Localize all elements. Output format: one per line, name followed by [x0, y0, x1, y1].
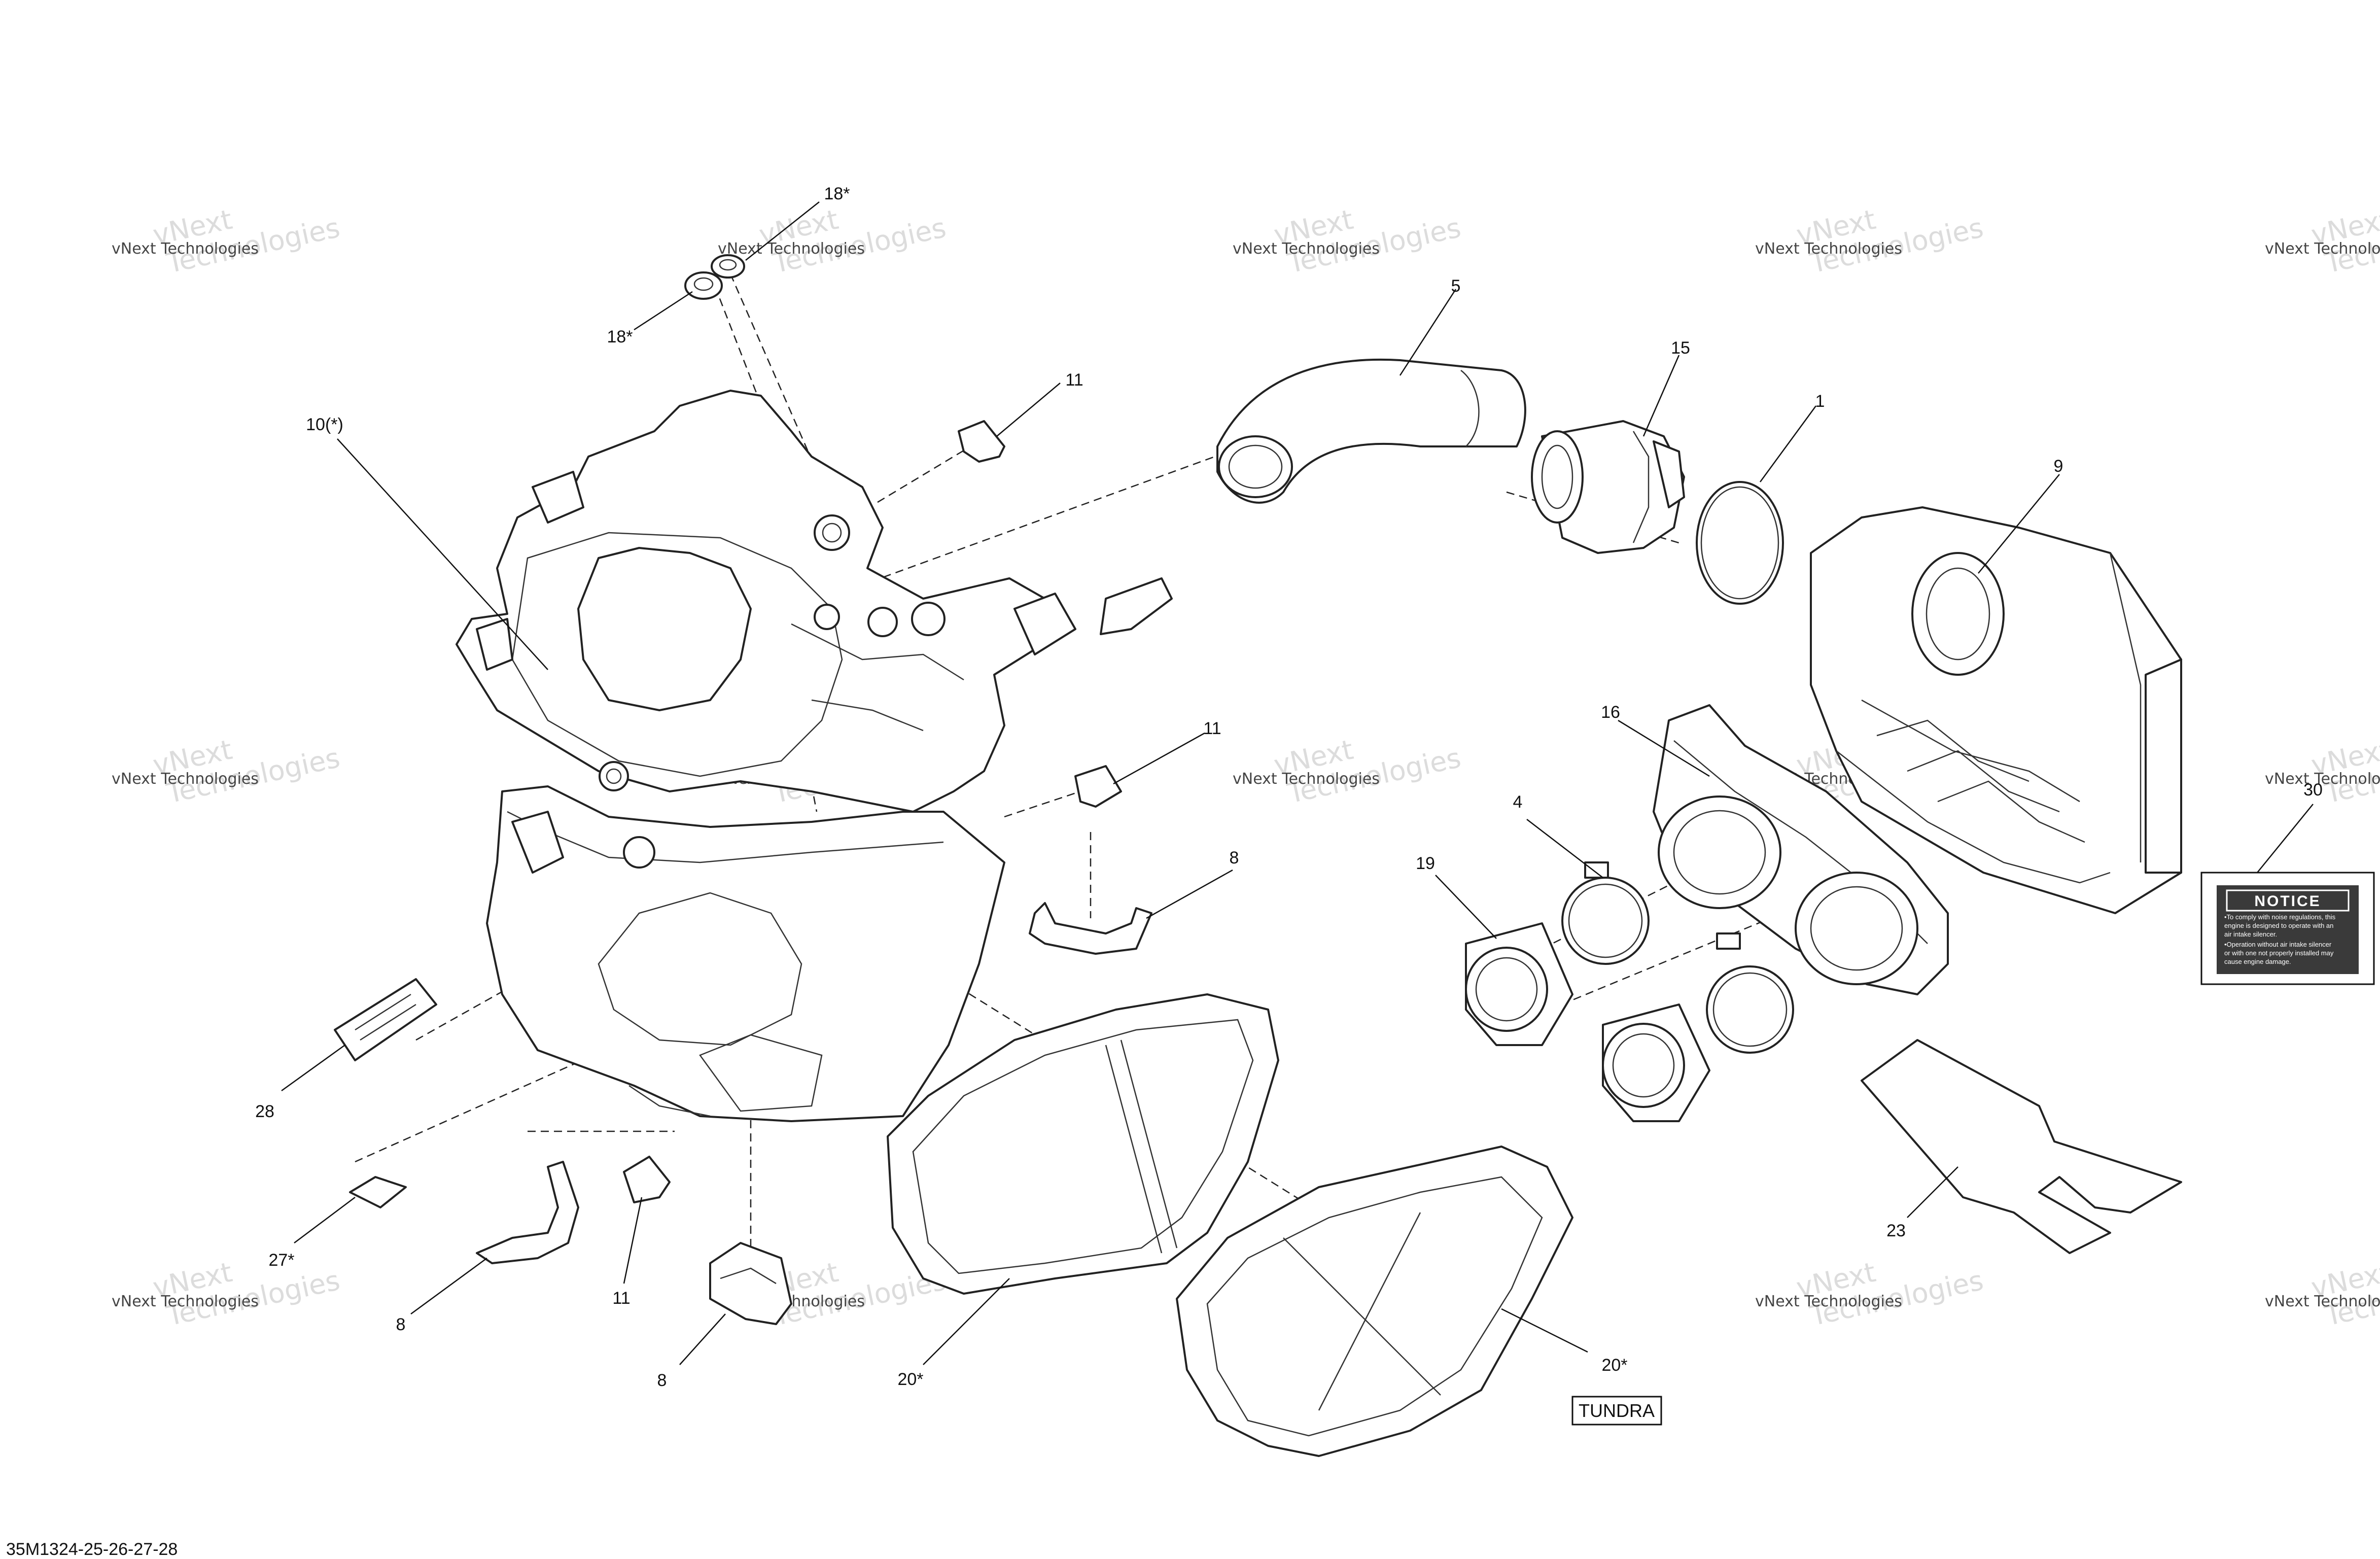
notice-line: or with one not properly installed may	[2224, 949, 2334, 957]
callout-19: 19	[1416, 854, 1435, 873]
svg-text:vNext Technologies: vNext Technologies	[718, 240, 865, 258]
watermark: vNext Technologies vNext Technologies	[112, 734, 342, 810]
svg-text:vNext Technologies: vNext Technologies	[1233, 770, 1380, 788]
callout-16: 16	[1601, 703, 1620, 722]
notice-line: •To comply with noise regulations, this	[2224, 913, 2336, 921]
watermark: vNext Technologies vNext Technologies	[718, 203, 949, 280]
callout-20-right: 20*	[1601, 1356, 1627, 1375]
watermark: vNext Technologies vNext Technologies	[1233, 734, 1463, 810]
watermark: vNext Technologies vNext Technologies	[112, 203, 342, 280]
document-code: 35M1324-25-26-27-28	[6, 1540, 178, 1559]
clamp-part-4-upper	[1561, 861, 1650, 965]
callout-18-upper: 18*	[824, 184, 850, 203]
model-tag: TUNDRA	[1571, 1396, 1662, 1426]
svg-text:vNext Technologies: vNext Technologies	[1755, 240, 1902, 258]
svg-text:vNext Technologies: vNext Technologies	[2265, 1293, 2380, 1310]
filter-frame-part-20-left	[887, 993, 1279, 1295]
watermark: vNext Technologies vNext Technologies	[1755, 1256, 1986, 1332]
clip-part-11-bottom	[623, 1156, 671, 1203]
cap-part-18-lower	[684, 271, 723, 300]
svg-text:vNext Technologies: vNext Technologies	[1755, 1293, 1902, 1310]
watermark: vNext Technologies vNext Technologies	[1755, 203, 1986, 280]
bracket-part-8-right	[1029, 902, 1152, 955]
callout-5: 5	[1451, 276, 1461, 296]
silencer-box-part-9	[1810, 506, 2182, 914]
notice-title: NOTICE	[2254, 893, 2321, 910]
leader-lines	[281, 201, 2314, 1365]
coupler-part-19-lower	[1602, 1003, 1710, 1122]
callout-18-lower: 18*	[607, 327, 633, 347]
plate-part-16	[1653, 704, 1949, 995]
callout-28: 28	[255, 1102, 274, 1121]
svg-text:vNext Technologies: vNext Technologies	[112, 240, 259, 258]
bracket-part-8-left	[476, 1161, 579, 1264]
watermark: vNext Technologies vNext Technologies	[2265, 734, 2380, 810]
callout-20-left: 20*	[897, 1370, 923, 1389]
clip-part-11-middle	[1074, 765, 1122, 808]
callout-30: 30	[2303, 780, 2323, 800]
callout-27: 27*	[268, 1251, 294, 1270]
airbox-housing-lower	[486, 785, 1005, 1122]
callout-15: 15	[1671, 338, 1690, 358]
bracket-part-8-bottom	[709, 1242, 792, 1325]
svg-text:vNext Technologies: vNext Technologies	[1233, 240, 1380, 258]
svg-text:vNext Technologies: vNext Technologies	[112, 1293, 259, 1310]
callout-11-middle: 11	[1203, 719, 1221, 738]
o-ring-part-1	[1696, 481, 1784, 605]
clamp-part-4-lower	[1706, 932, 1794, 1054]
svg-text:vNext Technologies: vNext Technologies	[2265, 240, 2380, 258]
adapter-part-15	[1531, 420, 1685, 554]
coupler-part-19-upper	[1465, 922, 1573, 1046]
notice-line: engine is designed to operate with an	[2224, 922, 2333, 929]
watermark: vNext Technologies vNext Technologies	[112, 1256, 342, 1332]
svg-text:vNext Technologies: vNext Technologies	[2265, 770, 2380, 788]
callout-8-bottom: 8	[657, 1371, 667, 1390]
notice-label-part-30: NOTICE •To comply with noise regulations…	[2200, 872, 2375, 985]
label-part-27	[349, 1176, 407, 1208]
notice-line: air intake silencer.	[2224, 930, 2277, 938]
callout-1: 1	[1815, 392, 1825, 411]
watermark: vNext Technologies vNext Technologies	[1233, 203, 1463, 280]
callout-10: 10(*)	[306, 415, 343, 434]
notice-line: •Operation without air intake silencer	[2224, 941, 2332, 948]
callout-9: 9	[2054, 457, 2063, 476]
callout-23: 23	[1886, 1221, 1906, 1240]
filter-frame-part-20-right	[1176, 1146, 1573, 1457]
watermark: vNext Technologies vNext Technologies	[2265, 1256, 2380, 1332]
callout-11-bottom: 11	[612, 1289, 630, 1308]
clip-part-11-top	[958, 420, 1005, 463]
callouts: 18* 18* 10(*) 11 5 15 1 9 11 16 4 19 8 3…	[255, 184, 2323, 1390]
callout-11-top: 11	[1065, 370, 1083, 390]
cap-part-18-upper	[711, 254, 745, 279]
decal-part-28	[334, 978, 437, 1061]
watermark: vNext Technologies vNext Technologies	[2265, 203, 2380, 280]
callout-4: 4	[1513, 792, 1523, 812]
notice-line: cause engine damage.	[2224, 958, 2291, 965]
plate-part-23	[1861, 1039, 2182, 1254]
callout-8-left: 8	[396, 1315, 406, 1334]
model-tag-text: TUNDRA	[1579, 1400, 1655, 1421]
airbox-frame-part-10	[456, 390, 1173, 813]
hose-part-5	[1216, 359, 1526, 504]
callout-8-right: 8	[1230, 848, 1239, 868]
svg-text:vNext Technologies: vNext Technologies	[112, 770, 259, 788]
